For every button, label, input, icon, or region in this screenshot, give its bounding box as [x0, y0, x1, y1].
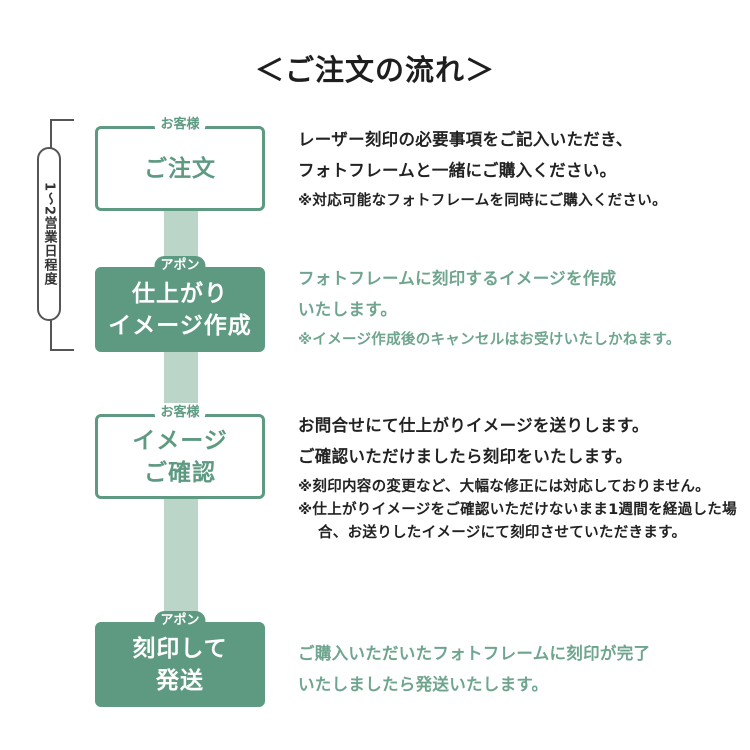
- step-confirm-image: お客様 イメージ ご確認: [95, 403, 265, 499]
- description-line: フォトフレームと一緒にご購入ください。: [298, 161, 617, 180]
- description-line: いたしましたら発送いたします。: [298, 675, 549, 694]
- description-note: ※対応可能なフォトフレームを同時にご購入ください。: [298, 193, 667, 209]
- step-create-image-description: フォトフレームに刻印するイメージを作成 いたします。 ※イメージ作成後のキャンセ…: [298, 263, 738, 352]
- description-line: レーザー刻印の必要事項をご記入いただき、: [298, 130, 633, 149]
- description-line: ご購入いただいたフォトフレームに刻印が完了: [298, 644, 651, 663]
- step-engrave-ship: アポン 刻印して 発送: [95, 611, 265, 707]
- role-tag-customer: お客様: [154, 115, 206, 135]
- step-order-description: レーザー刻印の必要事項をご記入いただき、 フォトフレームと一緒にご購入ください。…: [298, 124, 738, 213]
- description-line: いたします。: [298, 300, 398, 319]
- step-title: 仕上がり: [132, 280, 228, 307]
- step-engrave-ship-description: ご購入いただいたフォトフレームに刻印が完了 いたしましたら発送いたします。: [298, 638, 738, 700]
- duration-label: 1〜2営業日程度: [41, 181, 57, 287]
- role-tag-shop: アポン: [154, 611, 206, 631]
- step-title: 発送: [156, 667, 204, 694]
- description-line: ご確認いただけましたら刻印をいたします。: [298, 447, 633, 466]
- description-note: ※イメージ作成後のキャンセルはお受けいたしかねます。: [298, 332, 681, 348]
- step-title: ご注文: [144, 155, 216, 182]
- step-order: お客様 ご注文: [95, 115, 265, 211]
- description-note: ※仕上がりイメージをご確認いただけないまま1週間を経過した場合、お送りしたイメー…: [298, 502, 737, 541]
- step-confirm-image-description: お問合せにて仕上がりイメージを送りします。 ご確認いただけましたら刻印をいたしま…: [298, 410, 738, 545]
- duration-badge: 1〜2営業日程度: [37, 147, 61, 321]
- step-title: イメージ作成: [108, 312, 252, 339]
- step-create-image: アポン 仕上がり イメージ作成: [95, 256, 265, 352]
- page-title: ＜ご注文の流れ＞: [254, 53, 495, 87]
- description-note: ※刻印内容の変更など、大幅な修正には対応しておりません。: [298, 479, 710, 495]
- step-title: イメージ: [132, 427, 228, 454]
- step-title: 刻印して: [132, 635, 228, 662]
- description-line: フォトフレームに刻印するイメージを作成: [298, 269, 617, 288]
- role-tag-shop: アポン: [154, 256, 206, 276]
- role-tag-customer: お客様: [154, 403, 206, 423]
- step-title: ご確認: [144, 459, 216, 486]
- description-line: お問合せにて仕上がりイメージを送りします。: [298, 416, 649, 435]
